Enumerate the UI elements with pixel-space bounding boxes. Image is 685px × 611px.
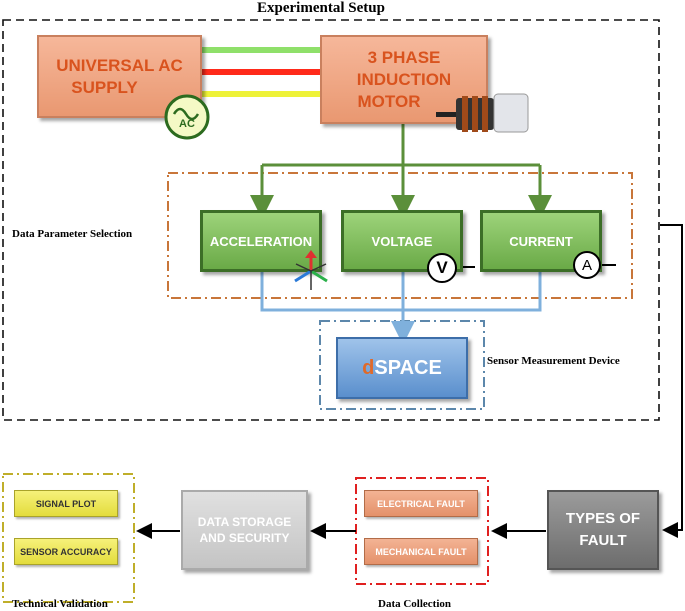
dspace-prefix: d <box>362 356 375 379</box>
types-of-fault-line-1: TYPES OF <box>565 510 641 527</box>
voltage-label: VOLTAGE <box>371 233 433 249</box>
ac-badge-text: AC <box>179 118 195 130</box>
accelerometer-axes-icon <box>290 250 332 292</box>
ammeter-symbol: A <box>581 256 592 274</box>
data-storage-line-2: AND SECURITY <box>199 531 290 545</box>
acceleration-box: ACCELERATION <box>200 210 322 272</box>
experimental-setup-frame <box>2 19 660 421</box>
mechanical-fault-box: MECHANICAL FAULT <box>364 538 478 565</box>
connector-setup-to-fault <box>660 224 683 538</box>
ac-supply-line-1: UNIVERSAL AC <box>56 55 183 75</box>
ac-source-icon: AC <box>162 94 212 140</box>
sensor-measurement-device-label: Sensor Measurement Device <box>487 355 620 367</box>
motor-line-1: 3 PHASE <box>367 47 441 67</box>
voltmeter-symbol: V <box>436 258 448 277</box>
ac-supply-line-2: SUPPLY <box>71 77 138 97</box>
acceleration-label: ACCELERATION <box>209 233 313 249</box>
technical-validation-frame <box>2 473 135 603</box>
ammeter-icon: A <box>573 251 601 279</box>
types-of-fault-box: TYPES OF FAULT <box>547 490 659 570</box>
mechanical-fault-label: MECHANICAL FAULT <box>375 546 467 557</box>
current-label: CURRENT <box>509 233 573 249</box>
sensor-accuracy-label: SENSOR ACCURACY <box>20 546 112 557</box>
signal-lines <box>260 272 542 312</box>
motor-line-2: INDUCTION <box>356 69 452 89</box>
dspace-rest: SPACE <box>374 356 442 379</box>
motor-icon <box>432 90 530 136</box>
data-storage-box: DATA STORAGE AND SECURITY <box>181 490 308 570</box>
signal-plot-box: SIGNAL PLOT <box>14 490 118 517</box>
experimental-setup-title: Experimental Setup <box>257 0 385 16</box>
sensor-accuracy-box: SENSOR ACCURACY <box>14 538 118 565</box>
motor-line-3: MOTOR <box>357 91 421 111</box>
electrical-fault-box: ELECTRICAL FAULT <box>364 490 478 517</box>
types-of-fault-line-2: FAULT <box>579 532 627 549</box>
signal-plot-label: SIGNAL PLOT <box>35 498 97 509</box>
data-parameter-selection-label: Data Parameter Selection <box>12 228 133 240</box>
data-storage-line-1: DATA STORAGE <box>197 515 292 529</box>
data-collection-label: Data Collection <box>378 598 452 610</box>
electrical-fault-label: ELECTRICAL FAULT <box>377 498 465 509</box>
technical-validation-label: Technical Validation <box>12 598 108 610</box>
voltmeter-icon: V <box>427 253 457 283</box>
data-parameter-frame <box>167 172 633 299</box>
universal-ac-supply-box: UNIVERSAL AC SUPPLY <box>37 35 202 118</box>
